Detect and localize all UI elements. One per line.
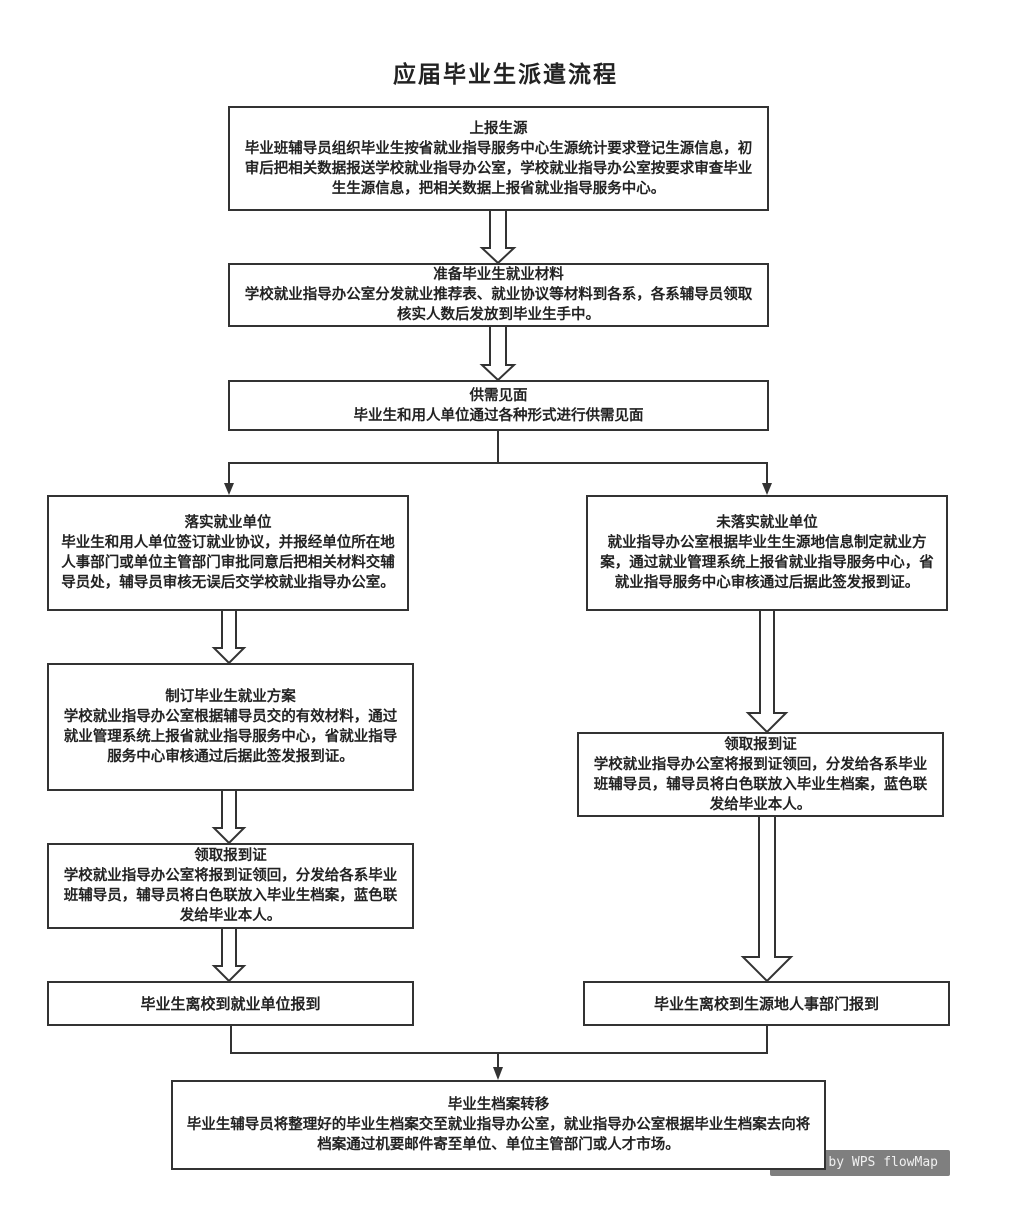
block-arrow-2 (479, 325, 517, 382)
block-arrow-right-2 (740, 815, 794, 983)
node-collect-certificate-right[interactable]: 领取报到证 学校就业指导办公室将报到证领回，分发给各系毕业班辅导员，辅导员将白色… (577, 732, 944, 817)
block-arrow-1 (479, 209, 517, 265)
branch-connector-left (228, 462, 498, 484)
block-arrow-left-2 (211, 789, 247, 845)
merge-connector (230, 1025, 768, 1054)
node-body: 学校就业指导办公室将报到证领回，分发给各系毕业班辅导员，辅导员将白色联放入毕业生… (593, 756, 928, 813)
node-title: 毕业生离校到生源地人事部门报到 (653, 994, 879, 1013)
node-body: 就业指导办公室根据毕业生生源地信息制定就业方案，通过就业管理系统上报省就业指导服… (600, 535, 934, 591)
node-title: 上报生源 (469, 120, 528, 137)
arrowhead-left (224, 483, 234, 495)
node-prepare-materials[interactable]: 准备毕业生就业材料 学校就业指导办公室分发就业推荐表、就业协议等材料到各系，各系… (228, 263, 769, 327)
block-arrow-right-1 (745, 609, 789, 734)
node-body: 毕业班辅导员组织毕业生按省就业指导服务中心生源统计要求登记生源信息，初审后把相关… (244, 140, 753, 197)
node-title: 落实就业单位 (184, 515, 272, 531)
node-employer-not-confirmed[interactable]: 未落实就业单位 就业指导办公室根据毕业生生源地信息制定就业方案，通过就业管理系统… (586, 495, 948, 611)
node-body: 毕业生辅导员将整理好的毕业生档案交至就业指导办公室，就业指导办公室根据毕业生档案… (186, 1117, 811, 1153)
block-arrow-left-3 (211, 927, 247, 983)
node-report-to-employer[interactable]: 毕业生离校到就业单位报到 (47, 981, 414, 1026)
node-report-to-hometown[interactable]: 毕业生离校到生源地人事部门报到 (583, 981, 950, 1026)
node-title: 制订毕业生就业方案 (165, 689, 296, 705)
node-title: 领取报到证 (724, 736, 797, 753)
node-title: 准备毕业生就业材料 (433, 267, 564, 283)
node-archive-transfer[interactable]: 毕业生档案转移 毕业生辅导员将整理好的毕业生档案交至就业指导办公室，就业指导办公… (171, 1080, 826, 1170)
node-title: 未落实就业单位 (716, 515, 818, 531)
node-report-source[interactable]: 上报生源 毕业班辅导员组织毕业生按省就业指导服务中心生源统计要求登记生源信息，初… (228, 106, 769, 211)
node-collect-certificate-left[interactable]: 领取报到证 学校就业指导办公室将报到证领回，分发给各系毕业班辅导员，辅导员将白色… (47, 843, 414, 929)
node-supply-demand-meeting[interactable]: 供需见面 毕业生和用人单位通过各种形式进行供需见面 (228, 380, 769, 431)
diagram-title: 应届毕业生派遣流程 (393, 62, 618, 88)
node-body: 学校就业指导办公室根据辅导员交的有效材料，通过就业管理系统上报省就业指导服务中心… (63, 709, 398, 765)
node-title: 毕业生离校到就业单位报到 (140, 994, 321, 1013)
arrowhead-right (762, 483, 772, 495)
node-body: 毕业生和用人单位签订就业协议，并报经单位所在地人事部门或单位主管部门审批同意后把… (61, 535, 395, 591)
node-make-plan[interactable]: 制订毕业生就业方案 学校就业指导办公室根据辅导员交的有效材料，通过就业管理系统上… (47, 663, 414, 791)
node-employer-confirmed[interactable]: 落实就业单位 毕业生和用人单位签订就业协议，并报经单位所在地人事部门或单位主管部… (47, 495, 409, 611)
node-body: 毕业生和用人单位通过各种形式进行供需见面 (353, 407, 644, 424)
node-title: 供需见面 (469, 387, 528, 404)
node-body: 学校就业指导办公室将报到证领回，分发给各系毕业班辅导员，辅导员将白色联放入毕业生… (63, 868, 398, 924)
branch-connector-right (498, 462, 768, 484)
node-body: 学校就业指导办公室分发就业推荐表、就业协议等材料到各系，各系辅导员领取核实人数后… (244, 287, 753, 323)
arrowhead-archive (493, 1067, 503, 1080)
node-title: 毕业生档案转移 (447, 1097, 550, 1113)
node-title: 领取报到证 (194, 848, 267, 864)
block-arrow-left-1 (211, 609, 247, 665)
